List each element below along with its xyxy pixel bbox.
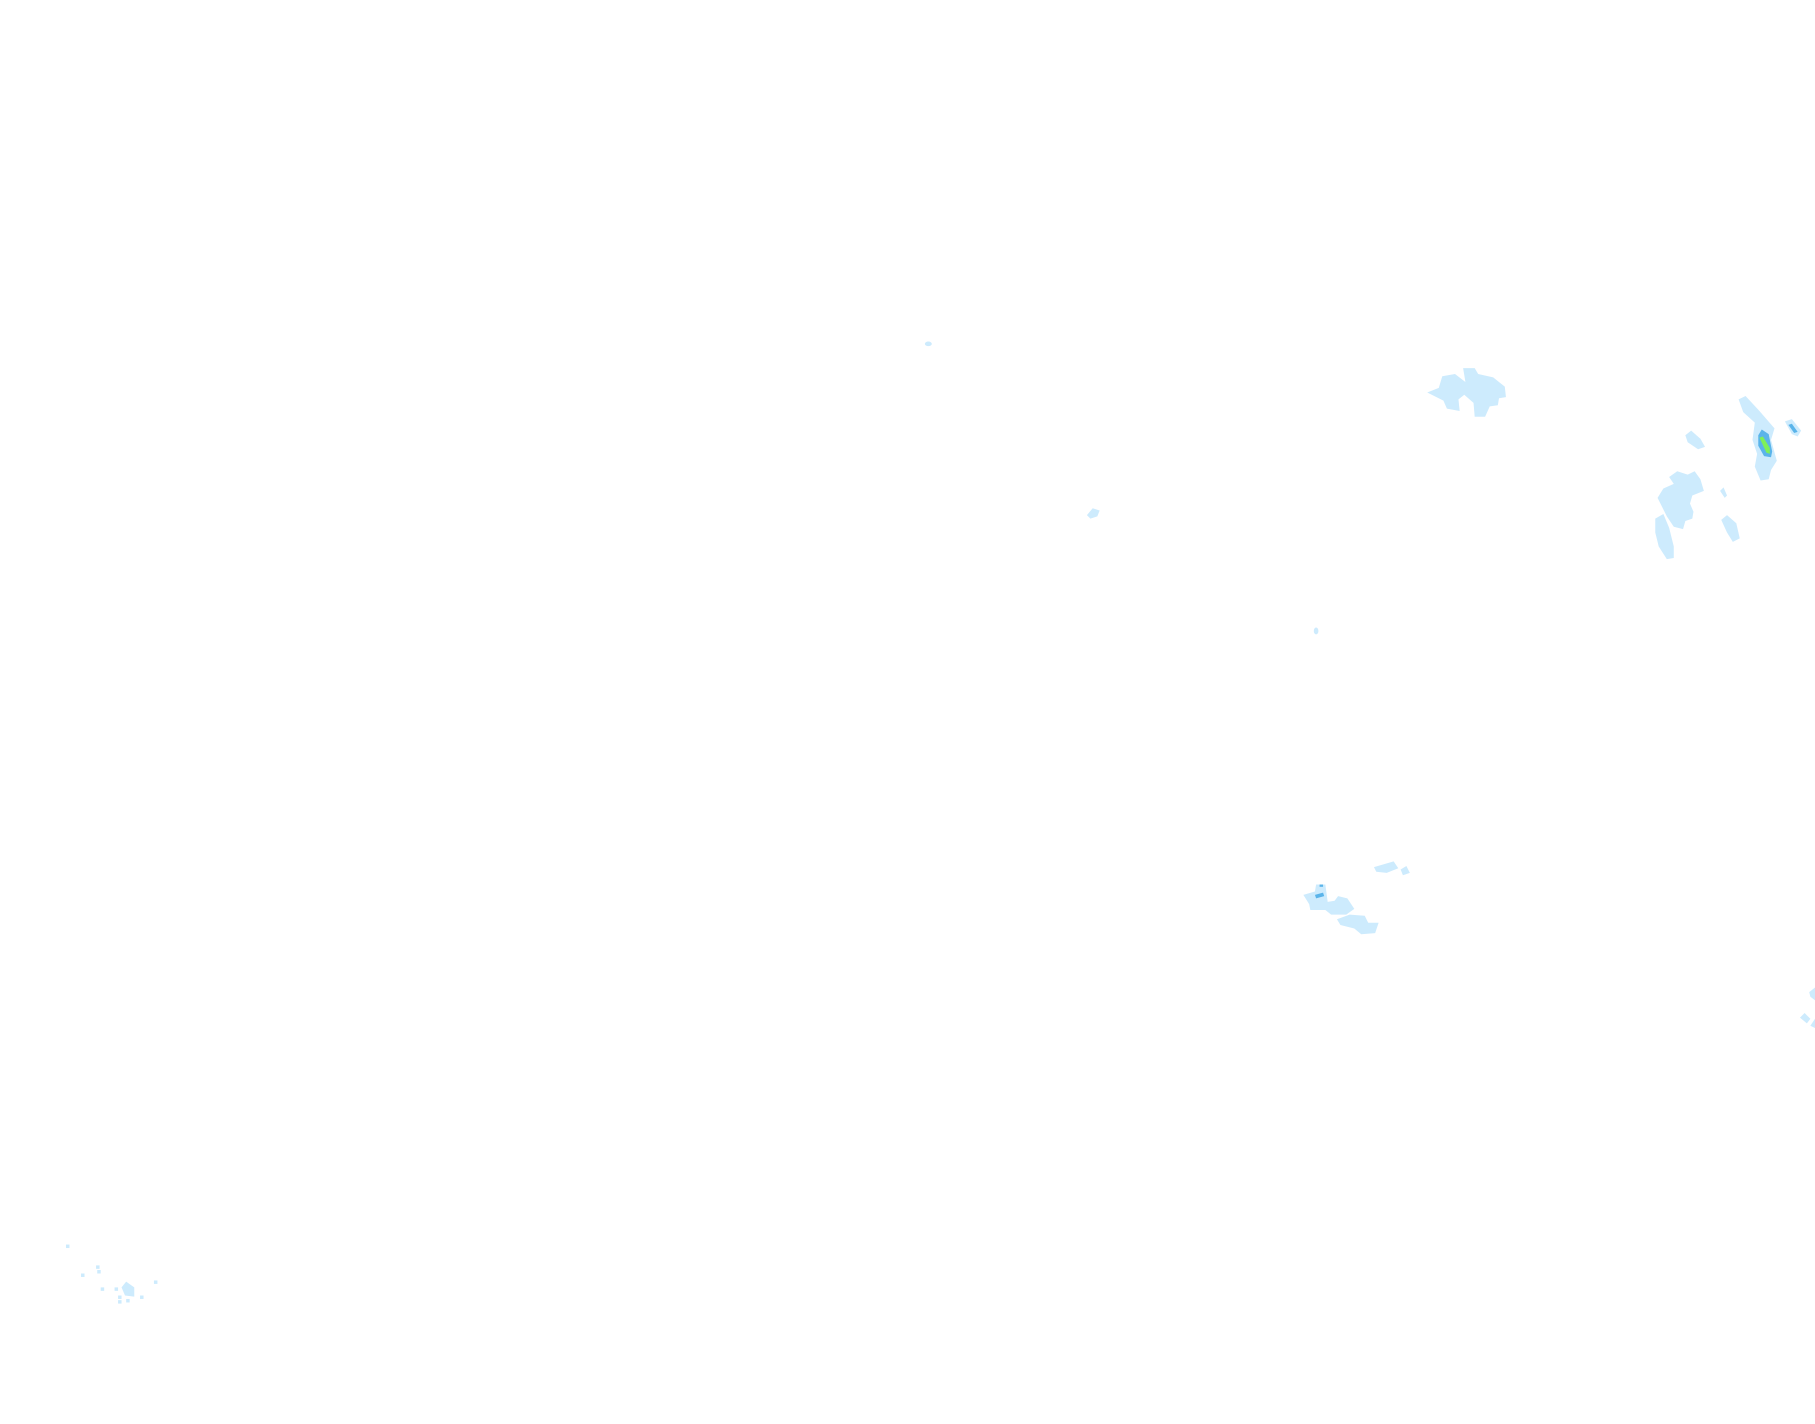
light-precip-layer <box>65 341 1815 1304</box>
echo-cell <box>1657 471 1704 530</box>
scattered-echoes <box>65 1244 158 1304</box>
echo-cell <box>1799 1013 1811 1024</box>
echo-cell <box>1314 892 1325 899</box>
echo-cell <box>1086 508 1100 519</box>
echo-cell <box>1373 861 1399 873</box>
echo-cell <box>1319 884 1324 887</box>
echo-cell <box>1313 627 1319 635</box>
echo-cell <box>1400 865 1410 876</box>
echo-cell <box>1685 430 1706 450</box>
echo-cell <box>1720 487 1728 498</box>
echo-cell <box>1427 368 1506 417</box>
echo-cell <box>1303 884 1355 915</box>
echo-cell <box>1721 515 1740 542</box>
echo-cell <box>1759 436 1770 454</box>
echo-cell <box>924 341 932 347</box>
echo-cell <box>1655 514 1674 560</box>
heavy-precip-layer <box>1759 436 1770 454</box>
echo-cell <box>1810 1018 1815 1029</box>
echo-cell <box>1788 423 1798 433</box>
echo-cell <box>1738 395 1777 481</box>
echo-cell <box>1809 987 1815 1001</box>
echo-cell <box>1336 914 1379 935</box>
